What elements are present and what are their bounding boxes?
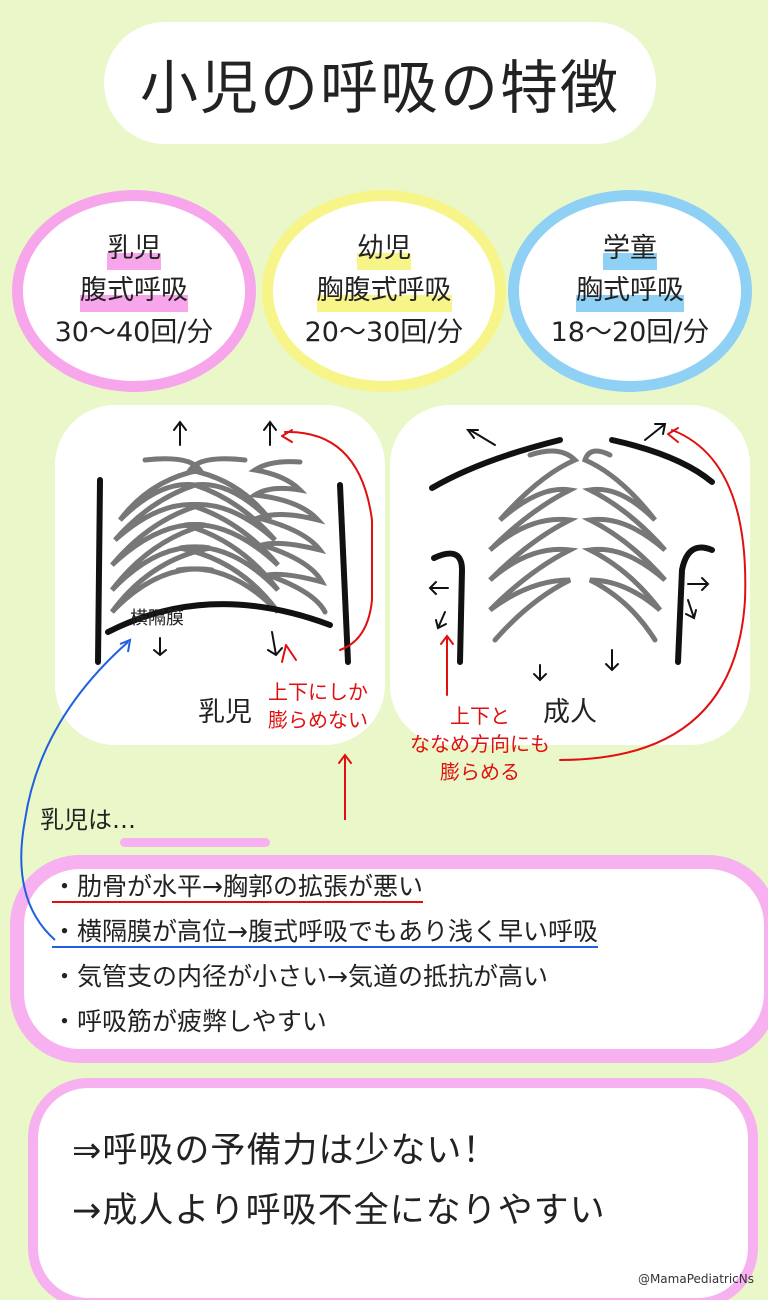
conclusion-bubble [28, 1078, 758, 1300]
conclusion-line-1: ⇒呼吸の予備力は少ない！ [72, 1131, 499, 1171]
note-item: ・呼吸筋が疲弊しやすい [52, 1007, 327, 1036]
group-name: 乳児 [107, 228, 161, 270]
infant-group-card: 乳児 腹式呼吸 30〜40回/分 [12, 190, 256, 392]
group-rate: 30〜40回/分 [54, 317, 214, 348]
author-handle: @MamaPediatricNs [637, 1272, 754, 1286]
toddler-group-card: 幼児 胸腹式呼吸 20〜30回/分 [262, 190, 506, 392]
schoolchild-group-card: 学童 胸式呼吸 18〜20回/分 [508, 190, 752, 392]
notes-heading: 乳児は… [40, 806, 136, 834]
note-line: 膨らめる [440, 760, 520, 784]
adult-diagram-label: 成人 [543, 697, 597, 728]
note-item: ・気管支の内径が小さい→気道の抵抗が高い [52, 962, 548, 991]
note-item: ・横隔膜が高位→腹式呼吸でもあり浅く早い呼吸 [52, 917, 598, 948]
conclusion-line-2: →成人より呼吸不全になりやすい [72, 1191, 606, 1231]
note-line: 上下にしか [268, 680, 368, 704]
infant-notes-box [10, 855, 768, 1063]
blue-connector [20, 638, 132, 941]
infant-ribcage [109, 456, 328, 615]
group-name: 学童 [603, 228, 657, 270]
page-title: 小児の呼吸の特徴 [110, 28, 650, 138]
note-line: ななめ方向にも [410, 732, 550, 756]
notes-heading-underline [120, 838, 270, 847]
adult-ribcage-outline [429, 437, 715, 665]
group-breathing-type: 胸腹式呼吸 [316, 270, 452, 312]
adult-expansion-note: 上下と ななめ方向にも 膨らめる [410, 702, 550, 786]
adult-ribcage [488, 448, 667, 643]
diaphragm-label: 横隔膜 [130, 608, 184, 629]
motion-arrows [153, 420, 710, 682]
group-breathing-type: 腹式呼吸 [80, 270, 188, 312]
infant-ribcage-outline [95, 477, 351, 665]
infant-diagram-label: 乳児 [198, 697, 252, 728]
note-item: ・肋骨が水平→胸郭の拡張が悪い [52, 872, 423, 903]
red-annotation-lines [281, 427, 747, 820]
page-title-text: 小児の呼吸の特徴 [139, 54, 620, 122]
note-line: 膨らめない [268, 708, 368, 732]
ribcage-illustration [95, 420, 747, 820]
infant-expansion-note: 上下にしか 膨らめない [268, 678, 368, 734]
group-rate: 20〜30回/分 [304, 317, 464, 348]
group-breathing-type: 胸式呼吸 [576, 270, 684, 312]
note-line: 上下と [450, 704, 510, 728]
group-rate: 18〜20回/分 [550, 317, 710, 348]
group-name: 幼児 [357, 228, 411, 270]
